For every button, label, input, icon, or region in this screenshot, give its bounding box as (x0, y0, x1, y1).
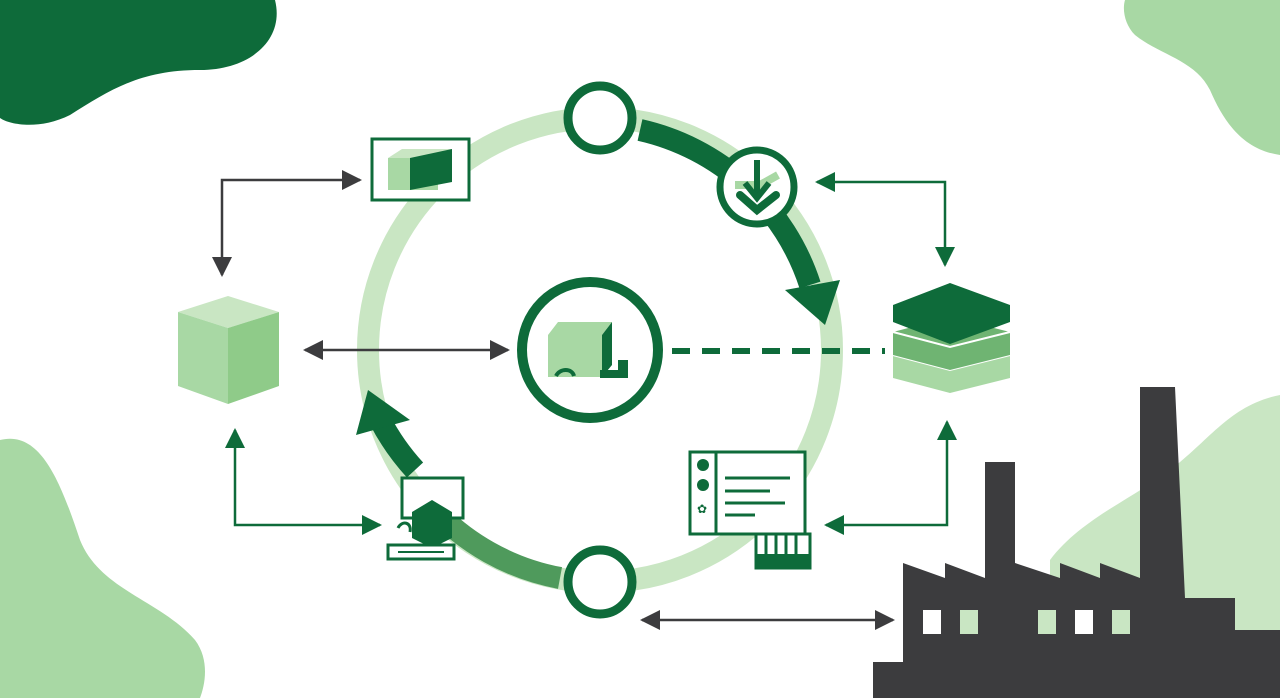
arrow-monitor-to-cube (212, 170, 362, 277)
cycle-node-bottom (563, 545, 637, 619)
arrow-check-to-layers (815, 172, 955, 267)
flow-arrowhead-left (356, 390, 410, 435)
blob-top-left (0, 0, 277, 125)
factory-icon (873, 387, 1280, 698)
cube-icon (178, 296, 279, 404)
download-check-icon (716, 146, 798, 228)
svg-text:✿: ✿ (697, 502, 707, 516)
blob-top-right (1123, 0, 1280, 155)
layers-icon (892, 283, 1011, 393)
flow-arrowhead-right (785, 280, 840, 325)
container-hub-icon (517, 277, 663, 423)
arrow-cube-to-terminal (225, 428, 382, 535)
box-monitor-icon (370, 137, 471, 202)
blob-bottom-left (0, 438, 205, 698)
control-panel-icon: ✿ (688, 450, 812, 570)
arrow-layers-to-panel (824, 420, 957, 535)
shipping-terminal-icon (386, 476, 465, 561)
cycle-node-top (563, 81, 637, 155)
